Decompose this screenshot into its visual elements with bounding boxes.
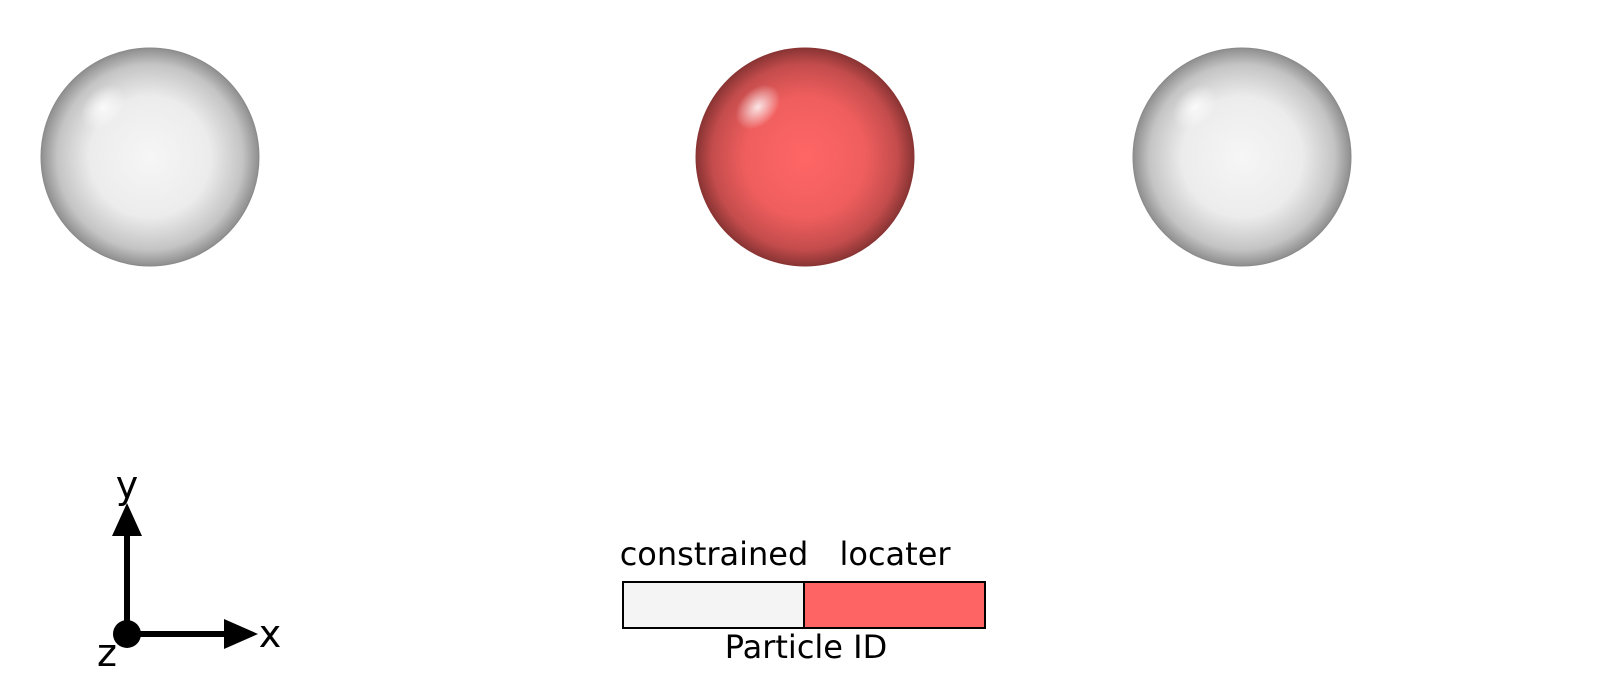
legend-swatch-constrained <box>622 581 805 629</box>
x-axis-arrowhead <box>224 619 258 649</box>
x-axis-label: x <box>259 612 282 656</box>
z-axis-dot <box>113 620 141 648</box>
y-axis-arrowhead <box>112 503 142 536</box>
legend: constrained locater Particle ID <box>620 535 986 666</box>
axis-triad: y x z <box>97 463 281 674</box>
particle-right <box>1132 47 1352 267</box>
particle-left <box>40 47 260 267</box>
legend-swatch-locater <box>803 581 986 629</box>
z-axis-label: z <box>97 631 117 674</box>
legend-title: Particle ID <box>725 628 887 666</box>
legend-label-locater: locater <box>839 535 951 573</box>
y-axis-label: y <box>116 463 139 507</box>
particle-center <box>695 47 915 267</box>
legend-label-constrained: constrained <box>620 535 809 573</box>
